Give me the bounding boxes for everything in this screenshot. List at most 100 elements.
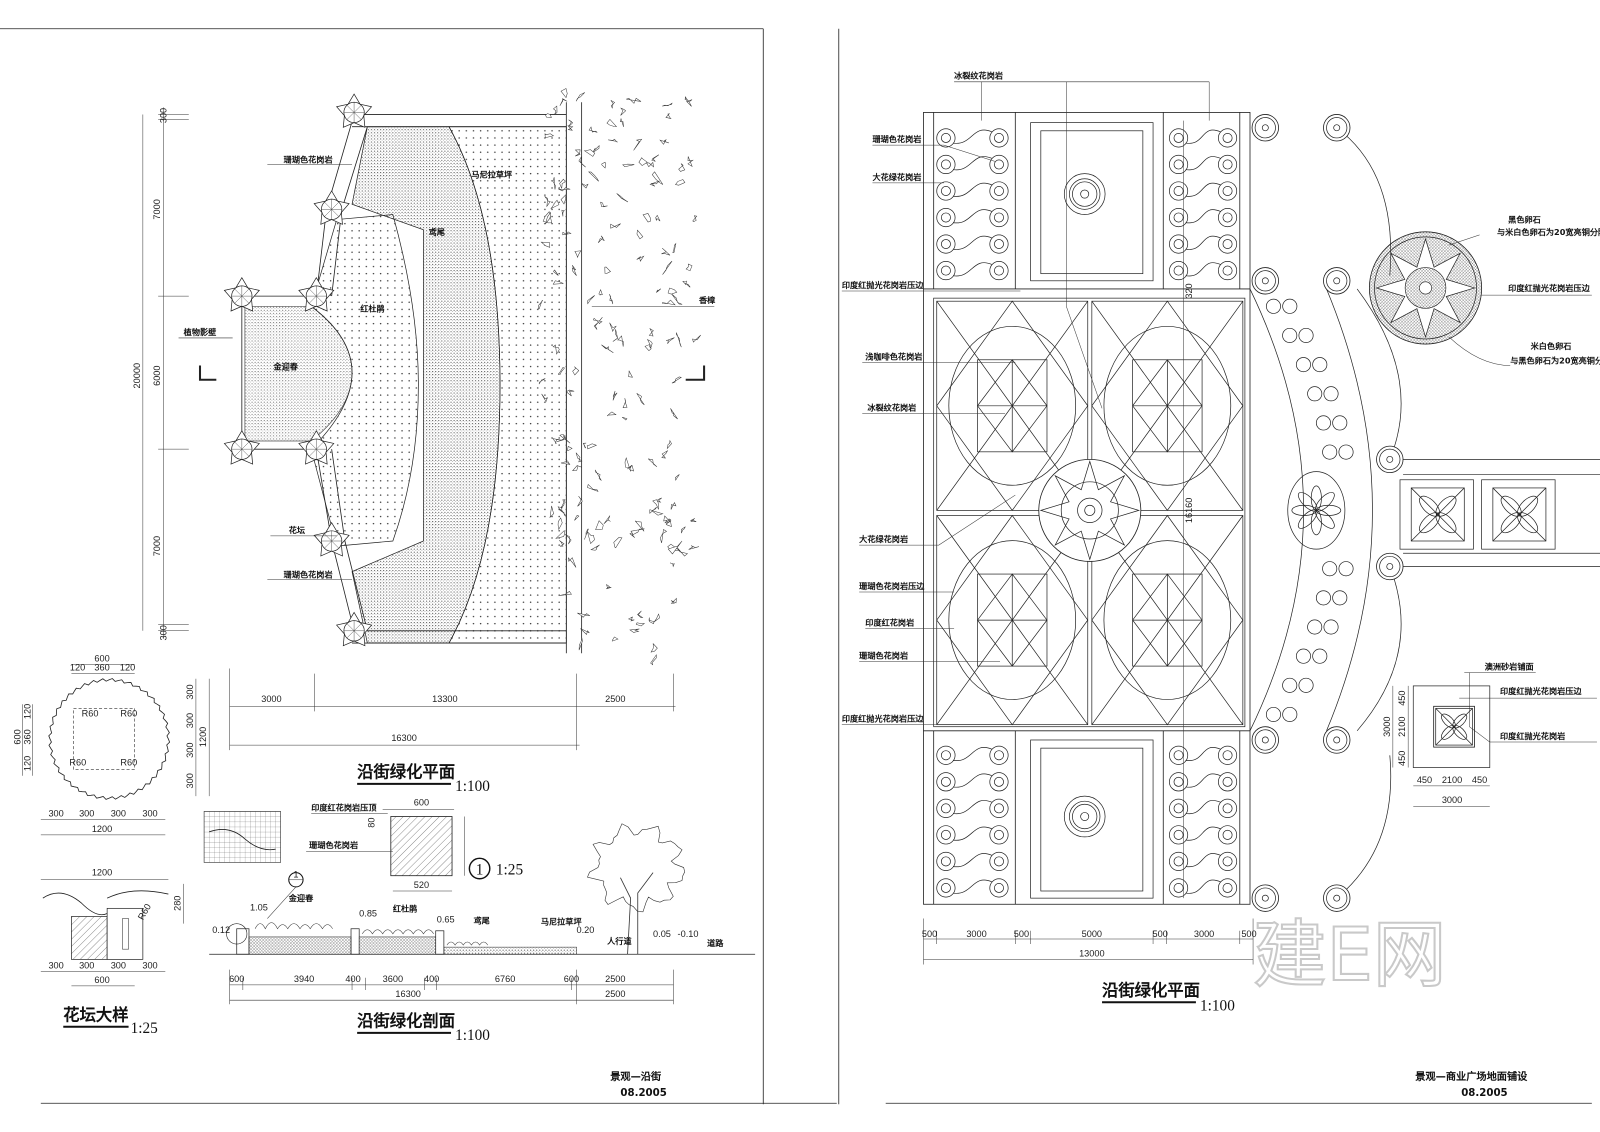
rosette-medallion xyxy=(1063,173,1106,215)
plaza-dimensions: 320 16160 500 3000 500 5000 500 3000 500… xyxy=(922,120,1257,965)
tree-leaf xyxy=(552,344,560,355)
fb-left-total: 600 xyxy=(12,729,22,744)
rd-h-1: 2100 xyxy=(1442,775,1462,785)
label-winter-jasmine: 金迎春 xyxy=(272,362,298,372)
dim-v-total: 20000 xyxy=(132,363,142,389)
sec-dim-4: 400 xyxy=(424,974,439,984)
tree-leaf xyxy=(565,534,572,545)
tree-leaf xyxy=(637,610,644,618)
rd-h-2: 450 xyxy=(1472,775,1487,785)
tree-leaf xyxy=(620,107,627,116)
elev-6: -0.10 xyxy=(678,929,699,939)
tree-leaf xyxy=(567,446,573,451)
r-inner-dim-1: 16160 xyxy=(1184,498,1194,524)
jasmine-area xyxy=(244,305,353,442)
tree-leaf xyxy=(552,438,561,444)
tree-leaf xyxy=(559,433,571,444)
tree-leaf xyxy=(675,179,686,186)
arc-scroll-ring xyxy=(1295,648,1311,664)
rd-v-1: 2100 xyxy=(1397,717,1407,737)
scroll-pattern xyxy=(1169,798,1238,818)
tree-leaf xyxy=(661,450,669,459)
r-label-black-pebble-note: 与米白色卵石为20宽亮铜分隔 xyxy=(1497,227,1600,237)
pebble-mandala xyxy=(1368,231,1483,345)
tree-leaf xyxy=(586,443,598,450)
label-camphor: 香樟 xyxy=(698,295,715,305)
scroll-pattern xyxy=(936,261,1009,281)
arc-scroll-ring xyxy=(1332,590,1348,606)
tree-leaf xyxy=(559,591,572,596)
tree-leaf xyxy=(608,138,618,143)
tree-leaf xyxy=(622,398,628,409)
left-sheet-title: 景观—沿街 xyxy=(610,1070,661,1083)
tree-leaf xyxy=(609,322,617,333)
r-dim-5: 3000 xyxy=(1194,929,1214,939)
tree-leaf xyxy=(611,636,619,642)
scroll-pattern xyxy=(936,128,1009,148)
tree-leaf xyxy=(636,229,644,240)
arc-scroll-ring xyxy=(1282,706,1298,722)
dim-h-0: 3000 xyxy=(261,694,281,704)
right-sheet-date: 08.2005 xyxy=(1461,1088,1507,1099)
tree-leaf xyxy=(593,317,603,330)
scroll-pattern xyxy=(936,825,1009,845)
tree-leaf xyxy=(549,505,555,518)
scroll-pattern xyxy=(1169,772,1238,792)
dim-v-0: 300 xyxy=(158,108,168,123)
r-label-9: 珊瑚色花岗岩 xyxy=(859,650,908,660)
tree-leaf xyxy=(687,156,694,168)
arc-scroll-ring xyxy=(1282,327,1298,343)
tree-leaf xyxy=(572,366,580,376)
tree-leaf xyxy=(574,514,580,521)
r-label-2: 大花绿花岗岩 xyxy=(872,172,921,182)
sec-dim-0: 600 xyxy=(229,974,244,984)
fb-radius-2: R60 xyxy=(69,757,86,767)
r-label-detail-body: 印度红抛光花岗岩 xyxy=(1500,731,1565,741)
fb-top-dim-1: 360 xyxy=(94,663,109,673)
tree-leaf xyxy=(559,178,566,189)
elev-3: 0.65 xyxy=(437,915,455,925)
tree-leaf xyxy=(682,280,688,286)
tree-leaf xyxy=(574,250,582,259)
tree-leaf xyxy=(578,156,586,168)
r-dim-2: 500 xyxy=(1014,929,1029,939)
arc-scroll-ring xyxy=(1332,415,1348,431)
flowerbed-plan-detail: 600 120 360 120 600 120 360 120 R60 R60 … xyxy=(12,653,210,836)
center-star-medallion xyxy=(1038,458,1142,562)
tree-leaf xyxy=(544,196,551,208)
tree-leaf xyxy=(636,255,645,262)
label-coral-granite-top: 珊瑚色花岗岩 xyxy=(284,154,333,164)
label-red-azalea: 红杜鹃 xyxy=(360,303,384,313)
diamond-tile xyxy=(1091,514,1244,726)
flowerbed-section-detail: 1200 280 R60 300 300 300 300 600 花坛大样 1:… xyxy=(40,868,184,1037)
tree-leaf xyxy=(670,408,678,420)
tree-leaf xyxy=(662,102,673,107)
fbs-bottom-total: 600 xyxy=(94,975,109,985)
tree-leaf xyxy=(670,597,677,604)
sec-label-iris: 鸢尾 xyxy=(473,916,489,926)
arc-scroll-ring xyxy=(1312,648,1328,664)
elev-2: 0.85 xyxy=(359,909,377,919)
arc-scroll-ring xyxy=(1295,357,1311,373)
tree-leaf xyxy=(577,612,590,618)
flower-pot-icon xyxy=(223,430,260,465)
tree-leaf xyxy=(655,288,661,294)
fbs-bottom-dim-0: 300 xyxy=(48,961,63,971)
tree-leaf xyxy=(537,300,544,310)
tree-leaf xyxy=(627,464,634,472)
tree-leaf xyxy=(610,100,616,109)
camphor-tree-row xyxy=(537,88,701,666)
tree-leaf xyxy=(609,294,614,305)
bollard-circle xyxy=(1323,884,1351,912)
section-tree xyxy=(587,823,686,955)
rd-v-total: 3000 xyxy=(1382,717,1392,737)
tree-leaf xyxy=(584,528,589,540)
scroll-pattern xyxy=(936,798,1009,818)
r-label-4: 浅咖啡色花岗岩 xyxy=(865,351,922,361)
arc-scroll-ring xyxy=(1315,415,1331,431)
r-label-0: 冰裂纹花岗岩 xyxy=(954,71,1003,81)
tree-leaf xyxy=(659,139,670,145)
d1-top-dim: 600 xyxy=(414,797,429,807)
scroll-pattern xyxy=(936,745,1009,765)
bollard-circle xyxy=(1251,114,1279,142)
